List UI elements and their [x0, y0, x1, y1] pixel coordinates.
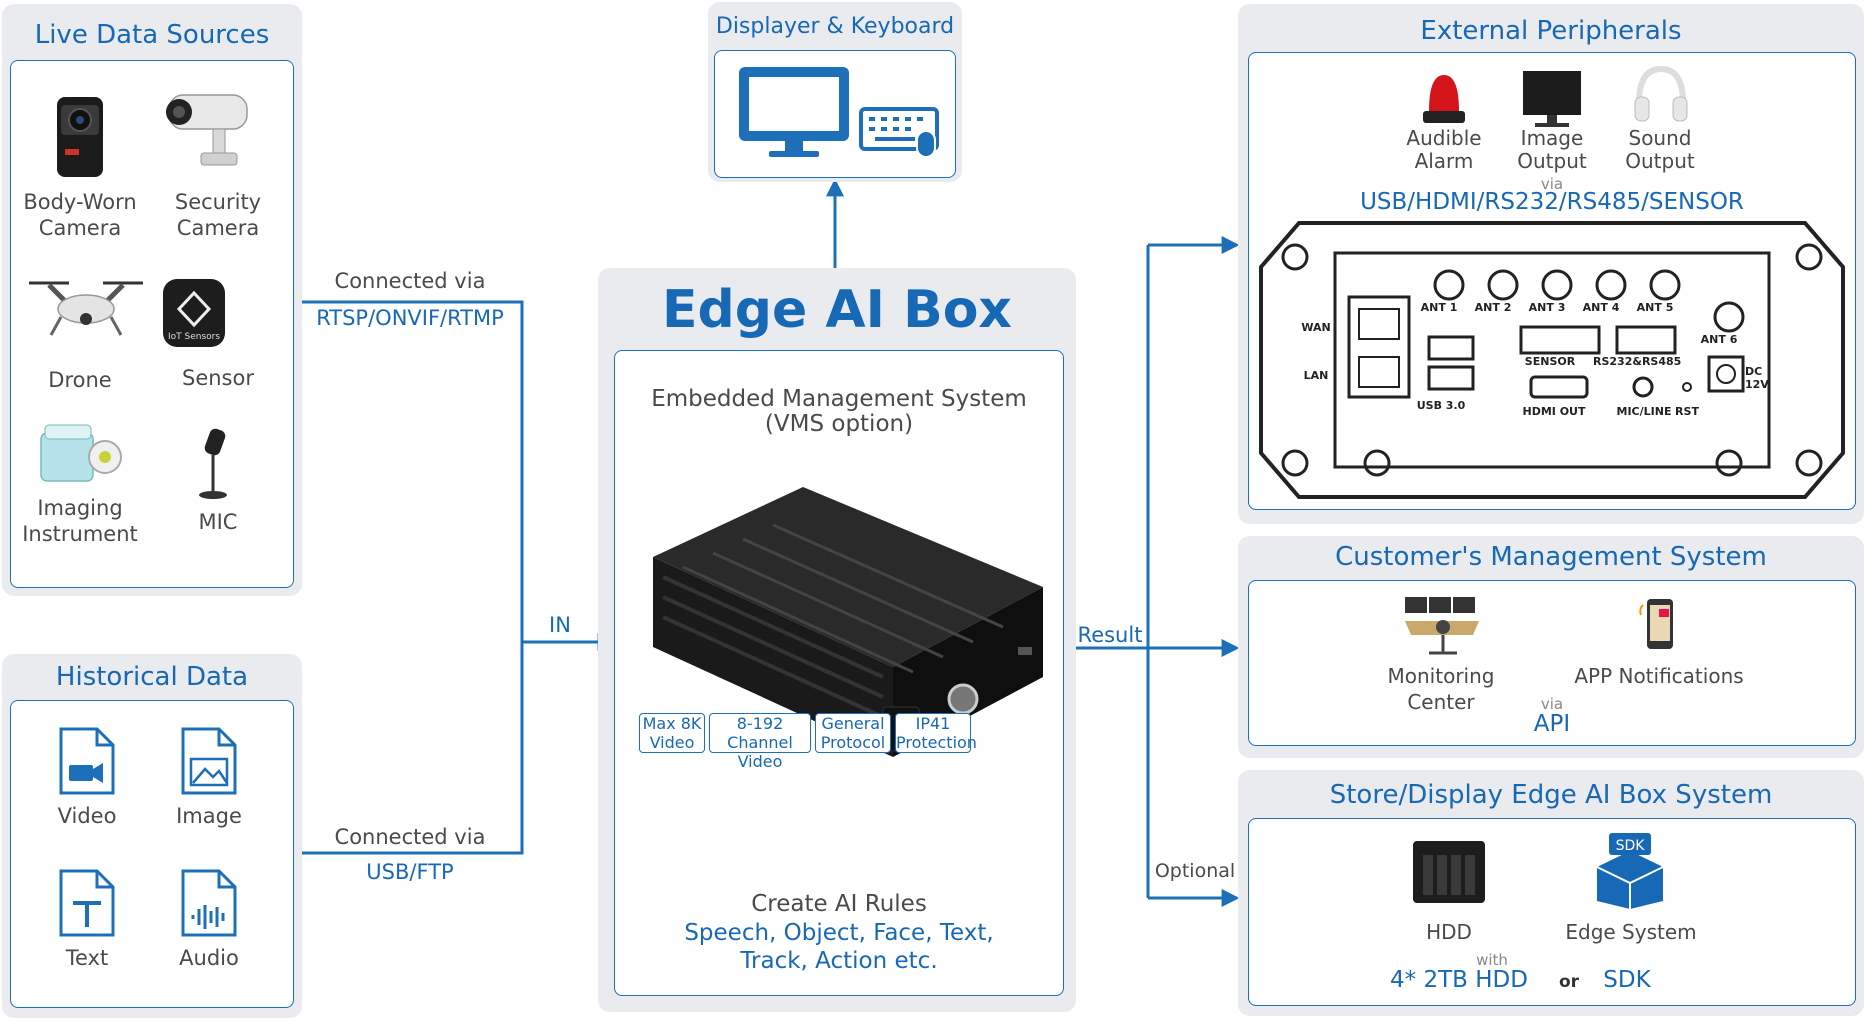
chip-max-8k: Max 8K Video: [639, 713, 705, 753]
cms-title: Customer's Management System: [1335, 542, 1767, 572]
ant2-label: ANT 2: [1474, 301, 1512, 314]
ai-rules-list: Speech, Object, Face, Text, Track, Actio…: [684, 920, 994, 974]
displayer-panel: Displayer & Keyboard: [708, 2, 962, 182]
edge-box-inner: Embedded Management System (VMS option) …: [614, 350, 1064, 996]
result-label: Result: [1077, 623, 1143, 647]
ant5-label: ANT 5: [1636, 301, 1674, 314]
historical-box: Video Image Text Audio: [10, 700, 294, 1008]
hdd-label: HDD: [1426, 920, 1472, 944]
live-sources-panel: Live Data Sources Body-Worn Camera Secur…: [2, 4, 302, 596]
image-label: Image: [176, 804, 242, 828]
iot-sensor-icon: IoT Sensors: [163, 279, 225, 347]
historical-title: Historical Data: [55, 662, 249, 692]
usb-label: USB 3.0: [1416, 399, 1466, 412]
live-sources-box: Body-Worn Camera Security Camera Drone I…: [10, 60, 294, 588]
microphone-icon: [199, 428, 227, 499]
body-worn-camera-icon: [57, 97, 103, 177]
peripherals-interfaces: USB/HDMI/RS232/RS485/SENSOR: [1360, 189, 1744, 215]
store-title: Store/Display Edge AI Box System: [1329, 780, 1773, 810]
audible-alarm-label: Audible Alarm: [1406, 126, 1482, 173]
text-file-icon: [59, 869, 115, 937]
cms-via: via: [1540, 695, 1564, 713]
hdd-nas-icon: [1413, 841, 1485, 903]
displayer-title: Displayer & Keyboard: [715, 14, 955, 39]
body-worn-camera-label: Body-Worn Camera: [23, 190, 137, 240]
monitoring-center-label: Monitoring Center: [1387, 664, 1495, 714]
displayer-box: [714, 50, 956, 178]
peripherals-via: via: [1540, 175, 1564, 193]
alarm-light-icon: [1423, 75, 1465, 123]
ai-rules-title: Create AI Rules: [751, 891, 927, 917]
peripherals-title: External Peripherals: [1420, 16, 1682, 46]
sound-output-label: Sound Output: [1625, 126, 1695, 173]
rs-port-label: RS232&RS485: [1593, 355, 1682, 368]
ems-label: Embedded Management System (VMS option): [651, 386, 1027, 437]
security-camera-label: Security Camera: [174, 190, 262, 240]
store-hdd-option: 4* 2TB HDD: [1390, 967, 1528, 993]
live-protocol-label: RTSP/ONVIF/RTMP: [316, 306, 504, 330]
cms-api: API: [1533, 711, 1571, 737]
ant1-label: ANT 1: [1420, 301, 1458, 314]
store-or: or: [1558, 972, 1580, 992]
app-notifications-label: APP Notifications: [1574, 664, 1744, 688]
cms-panel: Customer's Management System Monitoring …: [1238, 536, 1864, 758]
optional-label: Optional: [1154, 860, 1236, 882]
image-output-label: Image Output: [1517, 126, 1587, 173]
hist-connector: [298, 642, 524, 855]
imaging-instrument-icon: [40, 424, 122, 482]
imaging-instrument-label: Imaging Instrument: [22, 496, 138, 546]
cms-box: Monitoring Center APP Notifications via …: [1248, 580, 1856, 746]
store-with: with: [1476, 951, 1508, 969]
sdk-box-icon: SDK: [1596, 833, 1664, 909]
live-sources-title: Live Data Sources: [34, 20, 270, 50]
edge-system-label: Edge System: [1565, 920, 1697, 944]
headphones-icon: [1634, 65, 1688, 122]
ant4-label: ANT 4: [1582, 301, 1620, 314]
live-connector: [298, 300, 524, 642]
sensor-label: Sensor: [182, 366, 254, 390]
store-panel: Store/Display Edge AI Box System HDD SDK…: [1238, 770, 1864, 1016]
app-notification-phone-icon: [1639, 599, 1673, 649]
store-sdk-option: SDK: [1603, 967, 1651, 993]
ant6-label: ANT 6: [1700, 333, 1738, 346]
monitor-keyboard-icon: [739, 67, 939, 158]
rst-label: RST: [1675, 405, 1699, 418]
live-via-label: Connected via: [334, 269, 486, 293]
video-file-icon: [59, 727, 115, 795]
security-camera-icon: [166, 94, 248, 166]
dc-label: DC 12V: [1745, 365, 1769, 391]
mic-line-label: MIC/LINE: [1616, 405, 1672, 418]
image-file-icon: [181, 727, 237, 795]
chip-ip41: IP41 Protection: [895, 713, 977, 753]
video-label: Video: [57, 804, 117, 828]
drone-label: Drone: [48, 368, 112, 392]
lan-label: LAN: [1303, 369, 1329, 382]
port-panel-icon: [1259, 221, 1845, 499]
historical-panel: Historical Data Video Image Text Audio: [2, 654, 302, 1018]
hist-protocol-label: USB/FTP: [366, 860, 454, 884]
mic-label: MIC: [198, 510, 238, 534]
audio-file-icon: [181, 869, 237, 937]
text-label: Text: [65, 946, 109, 970]
wan-label: WAN: [1301, 321, 1331, 334]
sensor-tag: IoT Sensors: [168, 332, 220, 342]
chip-channel-video: 8-192 Channel Video: [709, 713, 811, 771]
store-box: HDD SDK Edge System with 4* 2TB HDD or S…: [1248, 818, 1856, 1006]
chip-general-protocol: General Protocol: [815, 713, 891, 753]
hist-via-label: Connected via: [334, 825, 486, 849]
in-label: IN: [549, 613, 571, 637]
sensor-port-label: SENSOR: [1524, 355, 1576, 368]
audio-label: Audio: [179, 946, 239, 970]
peripherals-box: Audible Alarm Image Output Sound Output …: [1248, 52, 1856, 510]
monitoring-center-icon: [1405, 597, 1479, 655]
peripherals-panel: External Peripherals Audible Alarm Image…: [1238, 4, 1864, 524]
drone-icon: [29, 281, 143, 336]
image-output-monitor-icon: [1523, 71, 1581, 127]
edge-box-title: Edge AI Box: [662, 280, 1012, 340]
ant3-label: ANT 3: [1528, 301, 1566, 314]
sdk-tag: SDK: [1616, 838, 1646, 854]
hdmi-label: HDMI OUT: [1522, 405, 1586, 418]
edge-box-panel: Edge AI Box Embedded Management System (…: [598, 268, 1076, 1012]
